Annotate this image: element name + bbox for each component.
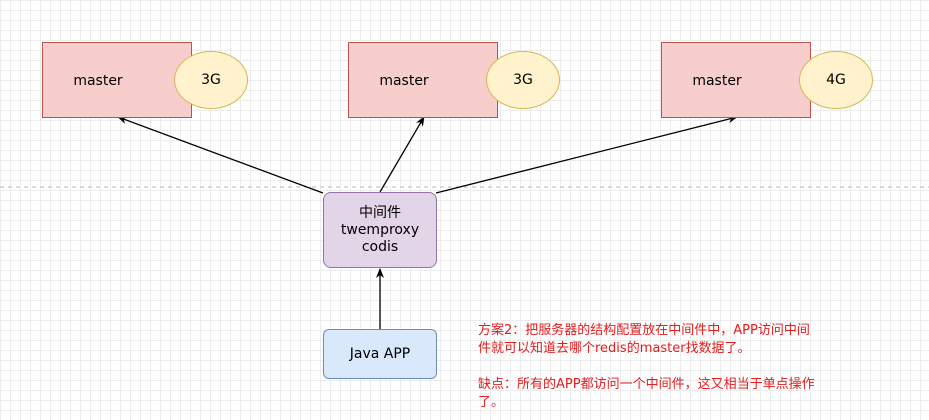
master-label: master: [379, 73, 429, 89]
master-label: master: [692, 73, 742, 89]
memory-ellipse-3: 4G: [799, 51, 873, 109]
drawback-note-line-1: 缺点：所有的APP都访问一个中间件，这又相当于单点操作: [478, 377, 815, 392]
arrow-middleware-to-master-1: [117, 116, 324, 194]
middleware-twemproxy: twemproxy: [340, 221, 420, 238]
memory-ellipse-1: 3G: [174, 51, 248, 109]
master-label: master: [73, 73, 123, 89]
master-node-1: master: [42, 42, 192, 118]
java-app-node: Java APP: [323, 329, 437, 379]
middleware-codis: codis: [361, 238, 399, 255]
master-node-2: master: [348, 42, 498, 118]
arrow-middleware-to-master-3: [435, 115, 738, 194]
scheme-note-line-2: 件就可以知道去哪个redis的master找数据了。: [478, 341, 751, 356]
drawback-note-line-2: 了。: [478, 395, 505, 410]
memory-ellipse-2: 3G: [486, 51, 560, 109]
middleware-node: 中间件 twemproxy codis: [323, 192, 437, 268]
master-node-3: master: [661, 42, 811, 118]
arrow-middleware-to-master-2: [379, 116, 425, 193]
scheme-note-line-1: 方案2：把服务器的结构配置放在中间件中，APP访问中间: [478, 323, 810, 338]
middleware-title: 中间件: [359, 204, 401, 221]
